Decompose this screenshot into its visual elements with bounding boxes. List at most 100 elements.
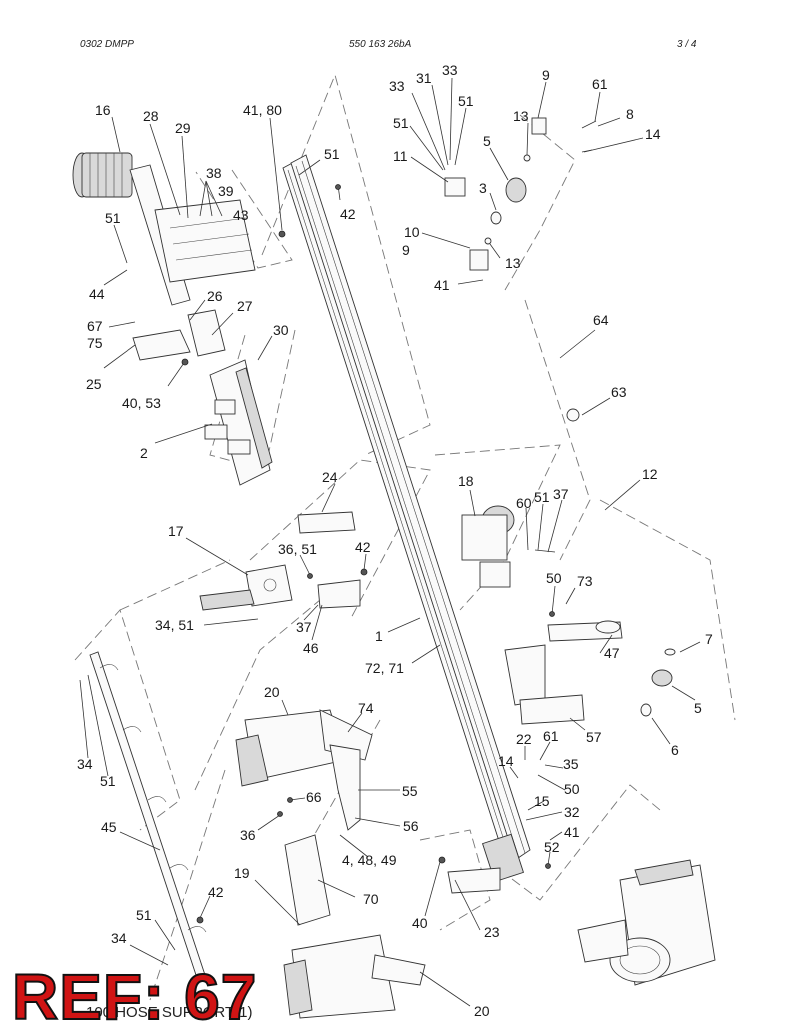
callout-32: 32 xyxy=(564,804,580,820)
callout-51: 51 xyxy=(136,907,152,923)
callout-51: 51 xyxy=(458,93,474,109)
assembly-caption: 100 HOSE SUPPORT(1) xyxy=(86,1004,253,1021)
callout-41: 41 xyxy=(564,824,580,840)
callout-13: 13 xyxy=(505,255,521,271)
callout-labels: 16 28 29 41, 80 38 39 43 51 44 26 27 67 … xyxy=(77,62,713,1019)
callout-8: 8 xyxy=(626,106,634,122)
callout-10: 10 xyxy=(404,224,420,240)
callout-22: 22 xyxy=(516,731,532,747)
callout-72-71: 72, 71 xyxy=(365,660,404,676)
callout-34: 34 xyxy=(111,930,127,946)
callout-16: 16 xyxy=(95,102,111,118)
callout-13: 13 xyxy=(513,108,529,124)
callout-42: 42 xyxy=(340,206,356,222)
callout-1: 1 xyxy=(375,628,383,644)
callout-52: 52 xyxy=(544,839,560,855)
callout-70: 70 xyxy=(363,891,379,907)
callout-46: 46 xyxy=(303,640,319,656)
callout-61: 61 xyxy=(543,728,559,744)
callout-50: 50 xyxy=(564,781,580,797)
callout-41: 41 xyxy=(434,277,450,293)
callout-44: 44 xyxy=(89,286,105,302)
callout-40: 40 xyxy=(412,915,428,931)
callout-40-53: 40, 53 xyxy=(122,395,161,411)
drawing-number: 0302 DMPP xyxy=(80,39,134,50)
hose-support-bar xyxy=(89,651,207,979)
callout-42: 42 xyxy=(208,884,224,900)
callout-2: 2 xyxy=(140,445,148,461)
part-number: 550 163 26bA xyxy=(349,39,412,50)
callout-45: 45 xyxy=(101,819,117,835)
callout-14: 14 xyxy=(498,753,514,769)
callout-24: 24 xyxy=(322,469,338,485)
callout-75: 75 xyxy=(87,335,103,351)
callout-23: 23 xyxy=(484,924,500,940)
callout-5: 5 xyxy=(483,133,491,149)
callout-67: 67 xyxy=(87,318,103,334)
callout-51: 51 xyxy=(324,146,340,162)
callout-57: 57 xyxy=(586,729,602,745)
callout-41-80: 41, 80 xyxy=(243,102,282,118)
carriage-assembly xyxy=(132,309,273,486)
callout-39: 39 xyxy=(218,183,234,199)
motor-assembly xyxy=(461,505,556,588)
callout-25: 25 xyxy=(86,376,102,392)
callout-51: 51 xyxy=(100,773,116,789)
callout-9: 9 xyxy=(402,242,410,258)
callout-17: 17 xyxy=(168,523,184,539)
callout-19: 19 xyxy=(234,865,250,881)
callout-61: 61 xyxy=(592,76,608,92)
detail-view xyxy=(447,859,716,986)
callout-73: 73 xyxy=(577,573,593,589)
callout-56: 56 xyxy=(403,818,419,834)
callout-60: 60 xyxy=(516,495,532,511)
hose-reel-assembly xyxy=(72,152,256,306)
callout-28: 28 xyxy=(143,108,159,124)
callout-18: 18 xyxy=(458,473,474,489)
pulley-parts xyxy=(444,117,597,422)
callout-51: 51 xyxy=(393,115,409,131)
callout-14: 14 xyxy=(645,126,661,142)
callout-5: 5 xyxy=(694,700,702,716)
callout-55: 55 xyxy=(402,783,418,799)
callout-37: 37 xyxy=(553,486,569,502)
callout-7: 7 xyxy=(705,631,713,647)
callout-63: 63 xyxy=(611,384,627,400)
callout-33: 33 xyxy=(389,78,405,94)
callout-20: 20 xyxy=(264,684,280,700)
callout-42: 42 xyxy=(355,539,371,555)
callout-43: 43 xyxy=(233,207,249,223)
callout-36-51: 36, 51 xyxy=(278,541,317,557)
carriage-unit-lower xyxy=(283,834,426,1019)
callout-34: 34 xyxy=(77,756,93,772)
callout-6: 6 xyxy=(671,742,679,758)
arm-brackets xyxy=(504,620,676,725)
callout-31: 31 xyxy=(416,70,432,86)
callout-33: 33 xyxy=(442,62,458,78)
callout-64: 64 xyxy=(593,312,609,328)
callout-51: 51 xyxy=(534,489,550,505)
carriage-unit-upper xyxy=(235,709,373,831)
callout-15: 15 xyxy=(534,793,550,809)
leader-lines xyxy=(79,77,701,1007)
callout-29: 29 xyxy=(175,120,191,136)
callout-4-48-49: 4, 48, 49 xyxy=(342,852,397,868)
callout-51: 51 xyxy=(105,210,121,226)
callout-26: 26 xyxy=(207,288,223,304)
callout-9: 9 xyxy=(542,67,550,83)
callout-66: 66 xyxy=(306,789,322,805)
reference-stamp: REF: 67 xyxy=(11,961,258,1033)
callout-47: 47 xyxy=(604,645,620,661)
callout-27: 27 xyxy=(237,298,253,314)
callout-20: 20 xyxy=(474,1003,490,1019)
callout-12: 12 xyxy=(642,466,658,482)
callout-3: 3 xyxy=(479,180,487,196)
callout-30: 30 xyxy=(273,322,289,338)
callout-38: 38 xyxy=(206,165,222,181)
bracket-group xyxy=(199,511,361,611)
callout-11: 11 xyxy=(393,148,408,164)
page-indicator: 3 / 4 xyxy=(677,39,697,50)
callout-35: 35 xyxy=(563,756,579,772)
